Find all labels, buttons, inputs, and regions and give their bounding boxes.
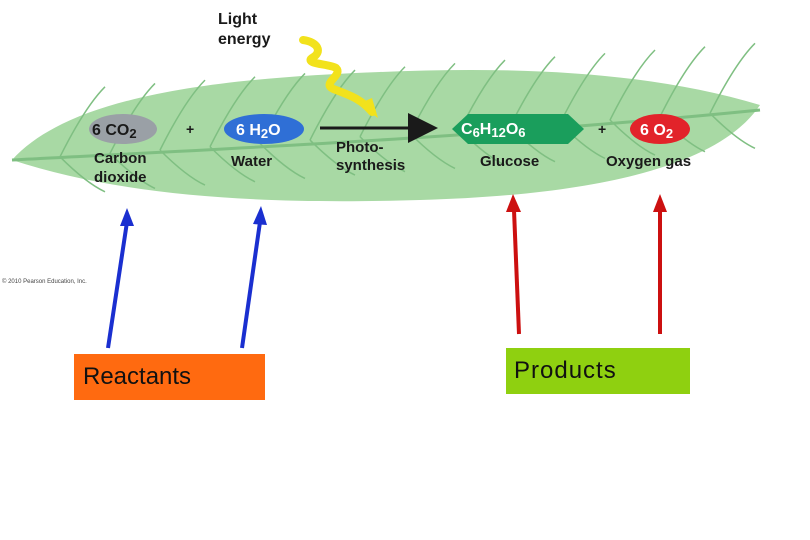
leaf-vein <box>709 112 756 150</box>
leaf-vein <box>159 149 206 186</box>
process-label-line-1: Photo- <box>336 139 383 156</box>
glucose-name: Glucose <box>480 153 539 170</box>
leaf-vein <box>309 69 356 141</box>
lightning-arrowhead-icon <box>358 98 378 118</box>
light-label-line-1: Light <box>218 11 258 28</box>
plus-sign-2: + <box>598 121 606 137</box>
o2-formula: 6 O2 <box>640 122 673 141</box>
glucose-formula: C6H12O6 <box>461 121 526 140</box>
leaf-vein <box>659 46 706 118</box>
reactant-h2o: 6 H2O Water <box>224 114 304 170</box>
light-energy-label: Light energy <box>218 11 271 48</box>
lightning-bolt-icon <box>299 36 376 116</box>
products-label-box: Products <box>506 348 690 394</box>
reactant-co2: 6 CO2 Carbon dioxide <box>89 114 157 186</box>
arrow-to-co2 <box>106 208 134 349</box>
co2-name-line-1: Carbon <box>94 150 147 167</box>
leaf-vein <box>59 156 106 193</box>
reactants-label: Reactants <box>83 363 192 390</box>
h2o-name: Water <box>231 153 272 170</box>
arrow-to-oxygen <box>653 194 667 334</box>
arrow-to-h2o <box>240 206 267 349</box>
light-label-line-2: energy <box>218 31 271 48</box>
pointer-arrows <box>106 194 667 349</box>
process-label-line-2: synthesis <box>336 157 405 174</box>
leaf-vein <box>309 139 356 176</box>
h2o-molecule-pill <box>224 114 304 144</box>
leaf-blade <box>12 69 760 202</box>
arrow-to-glucose <box>506 194 521 335</box>
products-label: Products <box>514 357 617 384</box>
leaf-vein <box>259 142 306 180</box>
co2-formula: 6 CO2 <box>92 122 137 141</box>
h2o-formula: 6 H2O <box>236 122 281 141</box>
leaf-vein <box>609 119 656 156</box>
leaf-vein <box>609 49 656 121</box>
reactants-label-box: Reactants <box>74 354 265 400</box>
leaf-vein <box>709 42 756 114</box>
leaf-vein <box>109 82 156 154</box>
glucose-molecule-hexagon <box>452 114 584 144</box>
copyright-text: © 2010 Pearson Education, Inc. <box>2 278 87 285</box>
o2-molecule-pill <box>630 114 690 144</box>
leaf-vein <box>59 86 106 158</box>
co2-molecule-pill <box>89 114 157 144</box>
process-label: Photo- synthesis <box>336 139 405 174</box>
leaf-vein <box>209 76 256 148</box>
product-glucose: C6H12O6 Glucose <box>452 114 584 170</box>
plus-sign-1: + <box>186 121 194 137</box>
leaf-vein <box>359 136 406 173</box>
o2-name: Oxygen gas <box>606 153 691 170</box>
co2-name-line-2: dioxide <box>94 169 147 186</box>
product-oxygen: 6 O2 Oxygen gas <box>606 114 691 170</box>
leaf-vein <box>209 146 256 183</box>
leaf-vein <box>159 79 206 151</box>
leaf-vein <box>109 152 156 190</box>
